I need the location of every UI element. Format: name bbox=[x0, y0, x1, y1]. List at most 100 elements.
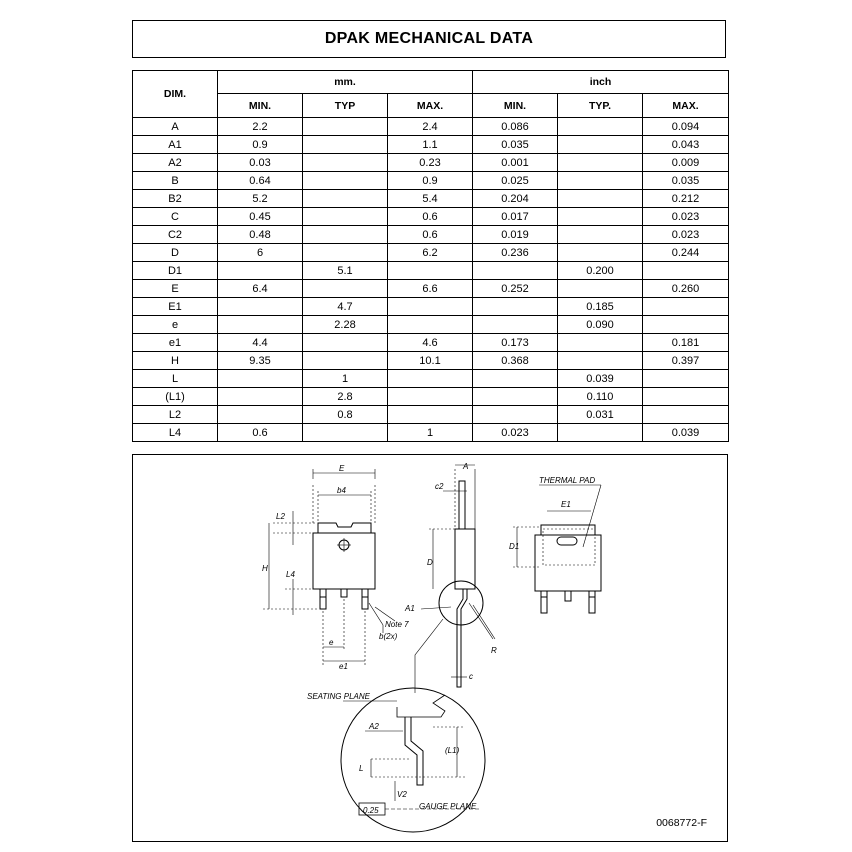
cell-in-max bbox=[642, 315, 729, 334]
cell-mm-max: 0.6 bbox=[387, 207, 473, 226]
cell-in-max: 0.035 bbox=[642, 171, 729, 190]
cell-in-min: 0.001 bbox=[472, 153, 558, 172]
cell-dim: B2 bbox=[132, 189, 218, 208]
inch-max-header: MAX. bbox=[642, 93, 729, 118]
mm-group-header: mm. bbox=[217, 70, 473, 94]
cell-in-typ: 0.185 bbox=[557, 297, 643, 316]
label-c2: c2 bbox=[435, 482, 444, 491]
label-R: R bbox=[491, 646, 497, 655]
cell-in-min: 0.019 bbox=[472, 225, 558, 244]
back-view bbox=[513, 484, 602, 614]
cell-mm-typ: 5.1 bbox=[302, 261, 388, 280]
cell-mm-min: 0.03 bbox=[217, 153, 303, 172]
cell-in-max: 0.397 bbox=[642, 351, 729, 370]
inch-group-header: inch bbox=[472, 70, 729, 94]
cell-in-max: 0.094 bbox=[642, 117, 729, 136]
label-D1: D1 bbox=[509, 542, 519, 551]
cell-mm-min bbox=[217, 387, 303, 406]
cell-in-min bbox=[472, 297, 558, 316]
cell-mm-typ bbox=[302, 153, 388, 172]
label-e: e bbox=[329, 638, 334, 647]
cell-in-typ bbox=[557, 153, 643, 172]
cell-in-min: 0.025 bbox=[472, 171, 558, 190]
cell-in-max: 0.181 bbox=[642, 333, 729, 352]
cell-dim: e bbox=[132, 315, 218, 334]
side-view bbox=[414, 464, 496, 693]
cell-in-typ: 0.090 bbox=[557, 315, 643, 334]
label-e1: e1 bbox=[339, 662, 348, 671]
cell-in-typ bbox=[557, 171, 643, 190]
cell-mm-typ bbox=[302, 279, 388, 298]
cell-in-min: 0.173 bbox=[472, 333, 558, 352]
cell-mm-min: 4.4 bbox=[217, 333, 303, 352]
cell-dim: H bbox=[132, 351, 218, 370]
cell-dim: E bbox=[132, 279, 218, 298]
cell-mm-max: 1.1 bbox=[387, 135, 473, 154]
label-gauge-plane: GAUGE PLANE bbox=[419, 802, 477, 811]
label-L2: L2 bbox=[276, 512, 285, 521]
cell-mm-typ bbox=[302, 189, 388, 208]
cell-mm-min: 6 bbox=[217, 243, 303, 262]
inch-min-header: MIN. bbox=[472, 93, 558, 118]
label-E: E bbox=[339, 464, 345, 473]
cell-in-min bbox=[472, 405, 558, 424]
cell-mm-max bbox=[387, 261, 473, 280]
cell-mm-max: 4.6 bbox=[387, 333, 473, 352]
label-seating-plane: SEATING PLANE bbox=[307, 692, 371, 701]
cell-in-min: 0.086 bbox=[472, 117, 558, 136]
cell-mm-min bbox=[217, 369, 303, 388]
cell-mm-typ bbox=[302, 333, 388, 352]
cell-mm-typ: 1 bbox=[302, 369, 388, 388]
side-tab bbox=[458, 480, 466, 530]
cell-in-typ: 0.039 bbox=[557, 369, 643, 388]
mm-max-header: MAX. bbox=[387, 93, 473, 118]
cell-in-typ bbox=[557, 351, 643, 370]
cell-mm-max bbox=[387, 315, 473, 334]
mechanical-drawing: E b4 L2 H L4 e e1 Note 7 b(2x) A c2 D A1… bbox=[132, 454, 728, 842]
cell-in-min: 0.023 bbox=[472, 423, 558, 442]
cell-mm-typ bbox=[302, 117, 388, 136]
cell-dim: L4 bbox=[132, 423, 218, 442]
detail-view bbox=[340, 687, 486, 833]
inch-typ-header: TYP. bbox=[557, 93, 643, 118]
cell-mm-max: 2.4 bbox=[387, 117, 473, 136]
cell-dim: e1 bbox=[132, 333, 218, 352]
cell-dim: D1 bbox=[132, 261, 218, 280]
label-A: A bbox=[462, 462, 468, 471]
cell-in-max bbox=[642, 369, 729, 388]
cell-mm-max: 6.2 bbox=[387, 243, 473, 262]
detail-magnified-circle bbox=[340, 687, 486, 833]
cell-mm-max: 6.6 bbox=[387, 279, 473, 298]
cell-mm-min: 0.9 bbox=[217, 135, 303, 154]
cell-mm-typ bbox=[302, 135, 388, 154]
label-A1: A1 bbox=[404, 604, 415, 613]
label-c: c bbox=[469, 672, 473, 681]
label-A2: A2 bbox=[368, 722, 379, 731]
label-E1: E1 bbox=[561, 500, 571, 509]
cell-mm-min: 0.48 bbox=[217, 225, 303, 244]
cell-in-typ bbox=[557, 279, 643, 298]
label-note-7: Note 7 bbox=[385, 620, 409, 629]
cell-in-typ bbox=[557, 135, 643, 154]
label-L: L bbox=[359, 764, 363, 773]
cell-mm-typ bbox=[302, 423, 388, 442]
lead-right bbox=[361, 588, 369, 610]
cell-in-max: 0.023 bbox=[642, 207, 729, 226]
cell-in-typ bbox=[557, 243, 643, 262]
cell-dim: D bbox=[132, 243, 218, 262]
dimensions-table: DIM. mm. inch MIN. TYP MAX. MIN. TYP. MA… bbox=[132, 70, 729, 442]
cell-mm-typ: 4.7 bbox=[302, 297, 388, 316]
back-lead-center bbox=[564, 590, 572, 602]
label-b4: b4 bbox=[337, 486, 346, 495]
cell-in-typ: 0.200 bbox=[557, 261, 643, 280]
cell-dim: A2 bbox=[132, 153, 218, 172]
cell-mm-typ: 2.28 bbox=[302, 315, 388, 334]
